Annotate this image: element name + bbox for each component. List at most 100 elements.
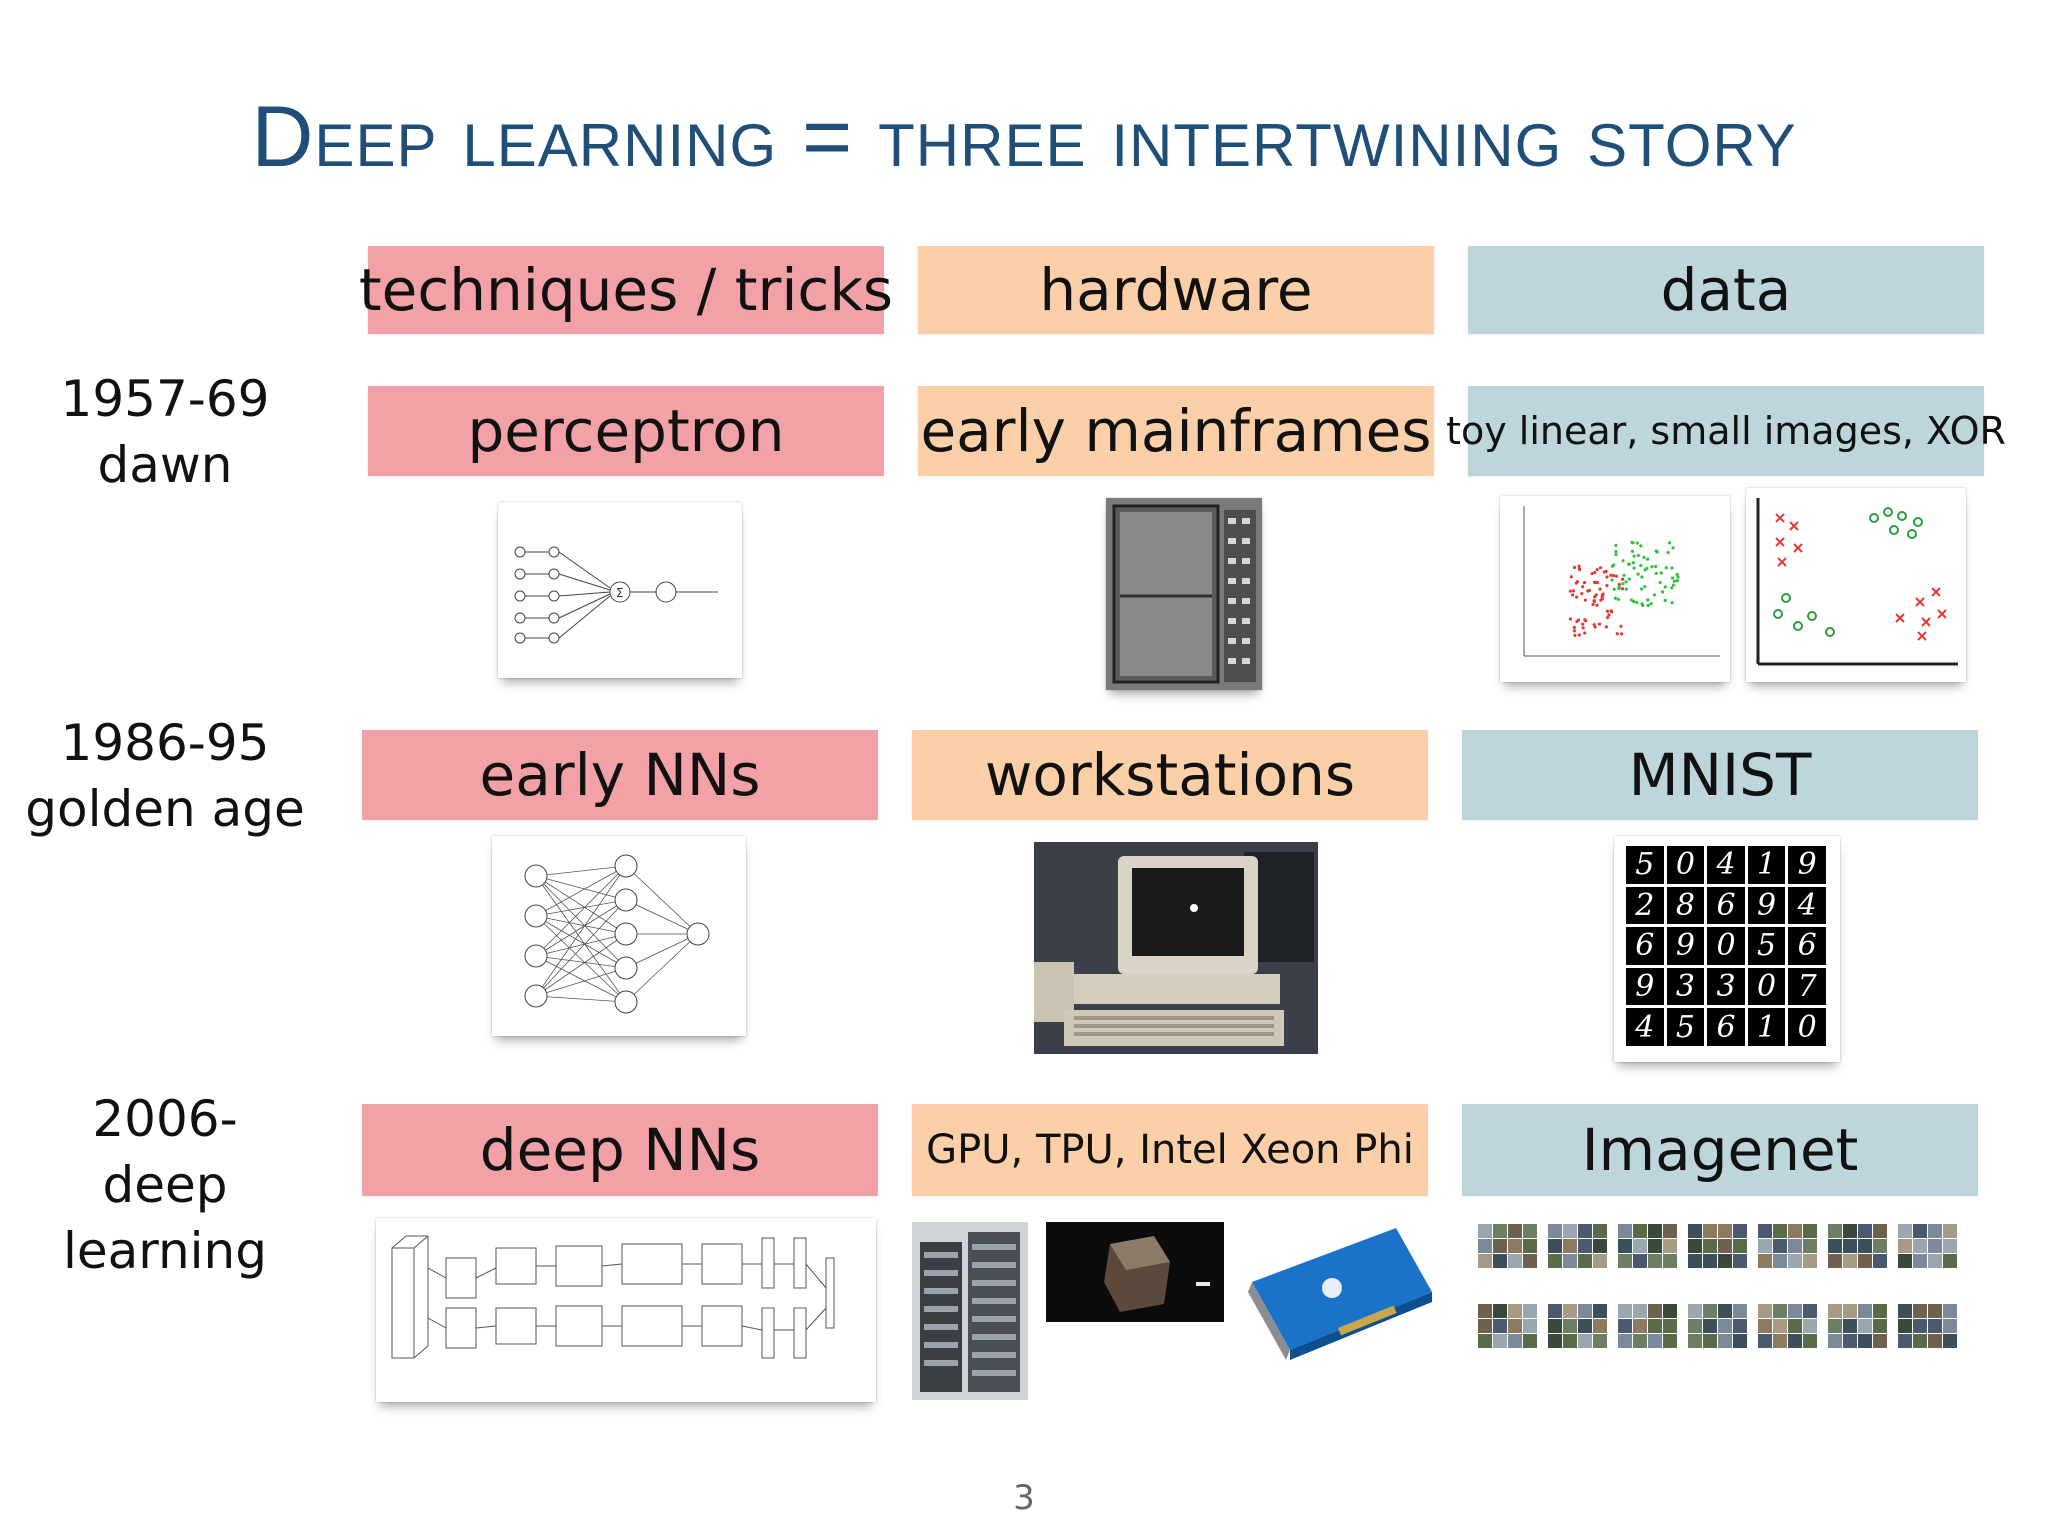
- scatter-point-green: [1676, 575, 1680, 579]
- nn-connection: [535, 875, 627, 969]
- imagenet-tile: [1618, 1239, 1632, 1253]
- imagenet-tile: [1523, 1224, 1537, 1238]
- imagenet-tile: [1688, 1239, 1702, 1253]
- imagenet-tile: [1563, 1254, 1577, 1268]
- scatter-point-green: [1643, 585, 1647, 589]
- imagenet-tile: [1803, 1334, 1817, 1348]
- imagenet-tile: [1913, 1334, 1927, 1348]
- early-nn-diagram: [492, 836, 746, 1036]
- scatter-point-green: [1652, 593, 1657, 597]
- imagenet-tile: [1828, 1334, 1842, 1348]
- scatter-point-red: [1581, 626, 1585, 630]
- scatter-point-green: [1635, 600, 1639, 605]
- imagenet-tile: [1898, 1254, 1912, 1268]
- nn-connection: [625, 865, 699, 935]
- imagenet-tile: [1873, 1224, 1887, 1238]
- scatter-point-red: [1598, 587, 1602, 591]
- mnist-digit: 6: [1707, 1008, 1745, 1046]
- scatter-point-green: [1636, 572, 1640, 576]
- scatter-point-red: [1593, 570, 1597, 574]
- nn-connection: [535, 899, 627, 957]
- imagenet-tile: [1828, 1224, 1842, 1238]
- scatter-point-red: [1606, 616, 1610, 620]
- nn-connection: [535, 955, 627, 1003]
- era-1-years: 1957-69: [60, 370, 270, 428]
- imagenet-tile: [1493, 1224, 1507, 1238]
- imagenet-tile: [1548, 1334, 1562, 1348]
- imagenet-tile: [1593, 1319, 1607, 1333]
- imagenet-tile: [1718, 1239, 1732, 1253]
- imagenet-tile: [1733, 1239, 1747, 1253]
- imagenet-tile: [1733, 1224, 1747, 1238]
- imagenet-tile: [1733, 1334, 1747, 1348]
- imagenet-tile: [1478, 1304, 1492, 1318]
- scatter-point-green: [1631, 561, 1635, 565]
- scatter-point-green: [1616, 597, 1621, 602]
- deep-nn-diagram: [376, 1218, 876, 1402]
- imagenet-tile: [1873, 1319, 1887, 1333]
- imagenet-tile: [1913, 1304, 1927, 1318]
- era-2-years: 1986-95: [60, 714, 270, 772]
- imagenet-tile: [1578, 1224, 1592, 1238]
- imagenet-tile: [1843, 1304, 1857, 1318]
- nn-neuron: [524, 864, 548, 888]
- mnist-digit: 4: [1707, 846, 1745, 884]
- scatter-point-green: [1670, 576, 1675, 580]
- scatter-point-red: [1601, 592, 1605, 596]
- scatter-point-green: [1622, 573, 1626, 577]
- scatter-point-green: [1670, 566, 1674, 570]
- imagenet-tile: [1493, 1304, 1507, 1318]
- nn-neuron: [614, 922, 638, 946]
- imagenet-tile: [1633, 1254, 1647, 1268]
- scatter-point-green: [1621, 559, 1625, 563]
- imagenet-tile: [1578, 1254, 1592, 1268]
- imagenet-tile: [1928, 1239, 1942, 1253]
- imagenet-tile: [1548, 1224, 1562, 1238]
- imagenet-tile: [1773, 1334, 1787, 1348]
- imagenet-tile: [1788, 1319, 1802, 1333]
- nn-connection: [535, 875, 627, 901]
- data-toy: toy linear, small images, XOR: [1446, 386, 2006, 476]
- nn-connection: [535, 995, 627, 1003]
- scatter-point-red: [1595, 603, 1599, 607]
- imagenet-tile: [1633, 1334, 1647, 1348]
- imagenet-tile: [1648, 1319, 1662, 1333]
- scatter-point-green: [1643, 568, 1647, 572]
- imagenet-tile: [1803, 1254, 1817, 1268]
- imagenet-tile: [1508, 1319, 1522, 1333]
- nn-neuron: [524, 944, 548, 968]
- scatter-point-red: [1592, 599, 1596, 603]
- imagenet-tile: [1703, 1224, 1717, 1238]
- scatter-point-red: [1609, 573, 1613, 577]
- imagenet-tile: [1688, 1304, 1702, 1318]
- scatter-point-green: [1627, 577, 1631, 581]
- imagenet-tile: [1873, 1239, 1887, 1253]
- scatter-point-red: [1581, 622, 1585, 626]
- imagenet-tile: [1913, 1319, 1927, 1333]
- imagenet-tile: [1618, 1319, 1632, 1333]
- imagenet-tile: [1648, 1304, 1662, 1318]
- imagenet-tile: [1828, 1239, 1842, 1253]
- scatter-plot: [1523, 506, 1720, 657]
- scatter-point-red: [1594, 580, 1598, 585]
- imagenet-tile: [1788, 1334, 1802, 1348]
- scatter-point-green: [1671, 546, 1675, 550]
- imagenet-tile: [1523, 1334, 1537, 1348]
- scatter-point-red: [1602, 570, 1606, 574]
- scatter-point-red: [1572, 629, 1576, 633]
- imagenet-tile: [1508, 1254, 1522, 1268]
- imagenet-tile: [1563, 1239, 1577, 1253]
- mnist-digit: 5: [1666, 1008, 1705, 1046]
- scatter-point-green: [1667, 541, 1672, 545]
- imagenet-tile: [1928, 1319, 1942, 1333]
- mnist-digit: 0: [1747, 967, 1786, 1006]
- scatter-point-green: [1639, 544, 1643, 548]
- imagenet-tile: [1618, 1334, 1632, 1348]
- scatter-point-green: [1675, 578, 1679, 583]
- scatter-point-green: [1645, 557, 1650, 561]
- hardware-gpu-tpu: GPU, TPU, Intel Xeon Phi: [912, 1104, 1428, 1196]
- imagenet-tile: [1578, 1334, 1592, 1348]
- nn-connection: [535, 915, 627, 935]
- scatter-point-red: [1619, 624, 1623, 628]
